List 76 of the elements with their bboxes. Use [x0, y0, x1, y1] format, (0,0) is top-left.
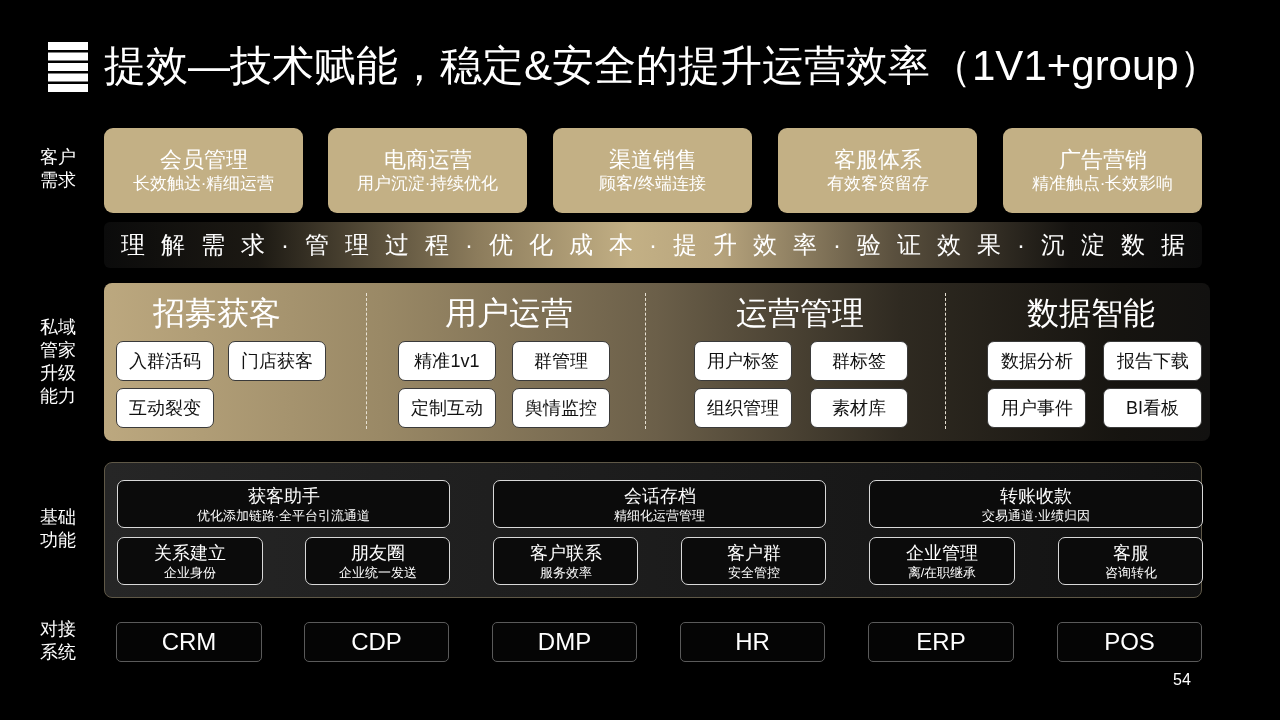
function-subtitle: 精细化运营管理 [614, 506, 705, 524]
function-title: 转账收款 [1000, 484, 1072, 507]
feature-tag: 精准1v1 [398, 341, 496, 381]
system-box: HR [680, 622, 825, 662]
section-heading: 招募获客 [152, 294, 282, 333]
function-title: 客户联系 [529, 541, 602, 564]
card-title: 会员管理 [159, 146, 248, 173]
function-card [681, 537, 826, 585]
function-subtitle: 服务效率 [539, 563, 592, 581]
function-subtitle: 咨询转化 [1104, 563, 1157, 581]
function-card [117, 480, 450, 528]
function-panel [104, 462, 1202, 598]
function-subtitle: 优化添加链路·全平台引流通道 [196, 506, 371, 524]
function-card [869, 480, 1203, 528]
demand-card [778, 128, 977, 213]
function-subtitle: 安全管控 [727, 563, 780, 581]
function-title: 会话存档 [623, 484, 696, 507]
feature-tag: 用户标签 [694, 341, 792, 381]
system-box: ERP [868, 622, 1014, 662]
card-subtitle: 顾客/终端连接 [599, 173, 706, 195]
demand-card [328, 128, 527, 213]
function-card [869, 537, 1015, 585]
function-title: 获客助手 [247, 484, 320, 507]
system-box: CRM [116, 622, 262, 662]
feature-tag: 门店获客 [228, 341, 326, 381]
feature-tag: 组织管理 [694, 388, 792, 428]
page-number: 54 [1172, 670, 1192, 690]
card-title: 渠道销售 [608, 146, 697, 173]
capability-panel [104, 283, 1210, 441]
function-subtitle: 交易通道·业绩归因 [981, 506, 1091, 524]
demand-card [1003, 128, 1202, 213]
feature-tag: 素材库 [810, 388, 908, 428]
feature-tag: 入群活码 [116, 341, 214, 381]
card-subtitle: 精准触点·长效影响 [1031, 173, 1174, 195]
function-subtitle: 离/在职继承 [907, 563, 977, 581]
feature-tag: BI看板 [1103, 388, 1202, 428]
function-title: 企业管理 [906, 541, 978, 564]
function-card [493, 537, 638, 585]
card-title: 电商运营 [383, 146, 472, 173]
feature-tag: 互动裂变 [116, 388, 214, 428]
card-title: 广告营销 [1058, 146, 1147, 173]
card-subtitle: 长效触达·精细运营 [132, 173, 275, 195]
feature-tag: 数据分析 [987, 341, 1086, 381]
row-label: 基础功能 [39, 506, 77, 552]
function-card [493, 480, 826, 528]
card-title: 客服体系 [833, 146, 922, 173]
function-subtitle: 企业身份 [164, 563, 216, 581]
feature-tag: 群标签 [810, 341, 908, 381]
system-box: POS [1057, 622, 1202, 662]
function-title: 客服 [1112, 541, 1149, 564]
feature-tag: 用户事件 [987, 388, 1086, 428]
feature-tag: 群管理 [512, 341, 610, 381]
row-label: 对接系统 [39, 618, 77, 664]
slide-title: 提效—技术赋能，稳定&安全的提升运营效率（1V1+group） [104, 41, 1221, 91]
section-heading: 用户运营 [444, 294, 574, 333]
demand-card [553, 128, 752, 213]
feature-tag: 定制互动 [398, 388, 496, 428]
row-label: 客户需求 [39, 146, 77, 192]
section-heading: 运营管理 [735, 294, 865, 333]
card-subtitle: 有效客资留存 [826, 173, 929, 195]
function-card [117, 537, 263, 585]
demand-card [104, 128, 303, 213]
system-box: DMP [492, 622, 637, 662]
feature-tag: 舆情监控 [512, 388, 610, 428]
function-card [305, 537, 450, 585]
function-title: 朋友圈 [350, 541, 405, 564]
card-subtitle: 用户沉淀·持续优化 [356, 173, 499, 195]
function-subtitle: 企业统一发送 [338, 563, 417, 581]
system-box: CDP [304, 622, 449, 662]
slogan-band: 理解需求·管理过程·优化成本·提升效率·验证效果·沉淀数据 [104, 222, 1202, 268]
row-label: 私域管家升级能力 [39, 316, 77, 408]
function-title: 关系建立 [154, 541, 226, 564]
function-card [1058, 537, 1203, 585]
function-title: 客户群 [726, 541, 781, 564]
section-heading: 数据智能 [1026, 294, 1156, 333]
feature-tag: 报告下载 [1103, 341, 1202, 381]
